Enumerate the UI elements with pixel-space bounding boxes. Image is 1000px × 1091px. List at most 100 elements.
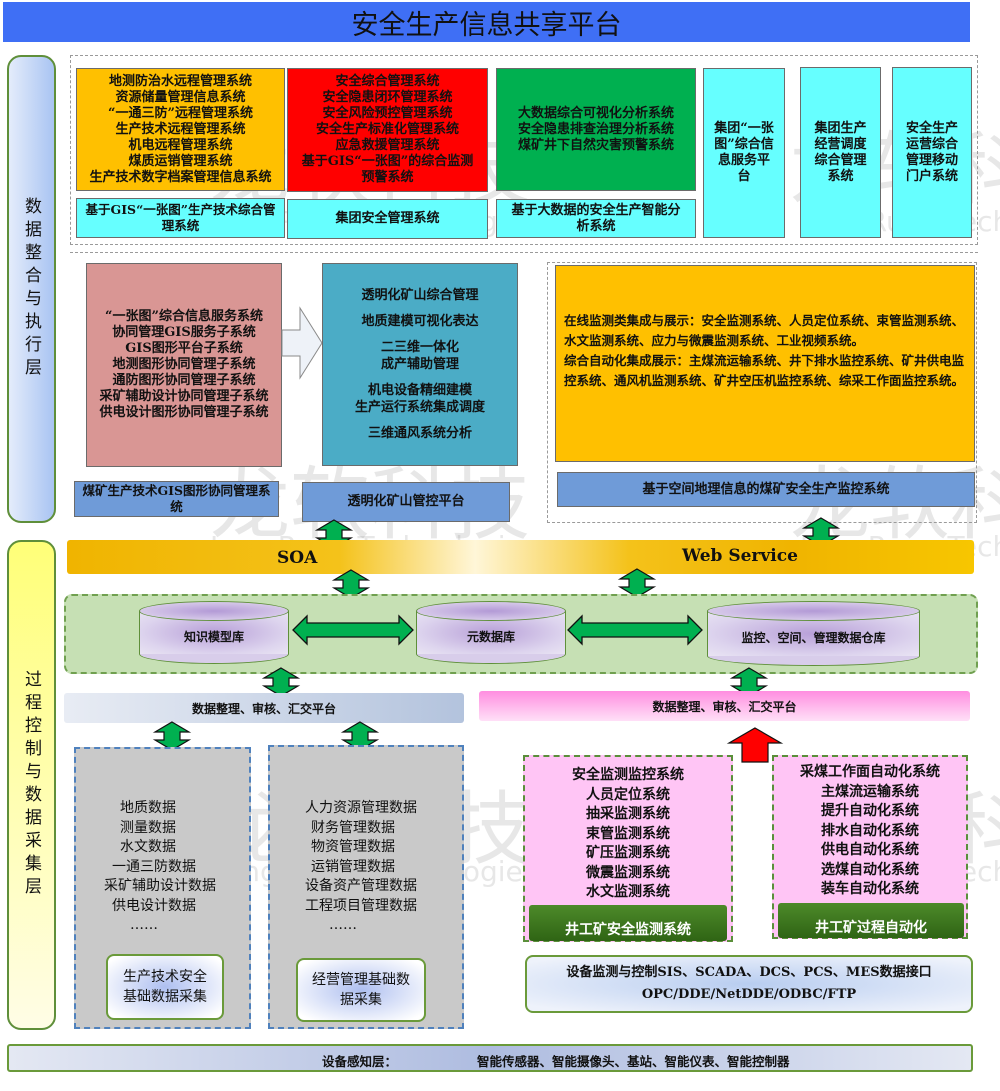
mgmt-data-collection-button[interactable]: 经营管理基础数据采集 — [296, 958, 426, 1022]
system-item: 安全综合管理系统 — [335, 74, 440, 89]
system-item: 选煤自动化系统 — [821, 861, 919, 878]
interface-standards-text: OPC/DDE/NetDDE/ODBC/FTP — [641, 987, 857, 1002]
system-item: 生产技术数字档案管理信息系统 — [89, 169, 272, 185]
system-item: 水文监测系统 — [586, 884, 670, 900]
transparent-mine-control-platform[interactable]: 透明化矿山管控平台 — [302, 482, 510, 522]
system-item: 生产运行系统集成调度 — [354, 400, 485, 415]
system-item: “一张图”综合信息服务系统 — [105, 309, 263, 324]
metadata-db[interactable]: 元数据库 — [416, 601, 566, 664]
page-title-text: 安全生产信息共享平台 — [351, 9, 622, 41]
up-arrow-icon — [726, 727, 784, 763]
mobile-portal-system[interactable]: 安全生产运营综合管理移动门户系统 — [892, 67, 972, 238]
system-item: 三维通风系统分析 — [367, 426, 472, 441]
system-item: 人员定位系统 — [586, 786, 670, 803]
group-production-dispatch-system[interactable]: 集团生产经营调度综合管理系统 — [800, 67, 881, 238]
mgmt-data-column: 人力资源管理数据 财务管理数据 物资管理数据 运销管理数据 设备资产管理数据 工… — [268, 745, 464, 1029]
data-item: 工程项目管理数据 — [305, 897, 417, 914]
system-item: 束管监测系统 — [586, 825, 670, 842]
gis-production-tech-system[interactable]: 基于GIS“一张图”生产技术综合管理系统 — [76, 198, 285, 238]
data-item: …… — [329, 917, 357, 933]
system-item: 协同管理GIS服务子系统 — [112, 325, 256, 340]
big-data-intelligent-analysis-system[interactable]: 基于大数据的安全生产智能分析系统 — [496, 199, 696, 238]
safety-management-systems-box[interactable]: 安全综合管理系统 安全隐患闭环管理系统 安全风险预控管理系统 安全生产标准化管理… — [287, 68, 488, 192]
horizontal-bidirectional-arrow-icon — [292, 614, 414, 646]
layer-label-text: 数据整合与执行层 — [21, 197, 41, 381]
system-item: 供电设计图形协同管理子系统 — [99, 405, 269, 420]
platform-label: 数据整理、审核、汇交平台 — [191, 701, 336, 716]
gis-collaborative-box[interactable]: “一张图”综合信息服务系统 协同管理GIS服务子系统 GIS图形平台子系统 地测… — [86, 263, 282, 467]
soa-label: SOA — [277, 548, 318, 568]
layer-label-acquisition: 过程控制与数据采集层 — [7, 540, 56, 1030]
system-item: 透明化矿山综合管理 — [361, 288, 479, 303]
geo-production-systems-box[interactable]: 地测防治水远程管理系统 资源储量管理信息系统 “一通三防”远程管理系统 生产技术… — [76, 68, 285, 191]
group-one-map-platform[interactable]: 集团“一张图”综合信息服务平台 — [703, 68, 785, 238]
device-interface-box[interactable]: 设备监测与控制SIS、SCADA、DCS、PCS、MES数据接口 OPC/DDE… — [525, 955, 973, 1013]
data-item: 设备资产管理数据 — [305, 878, 417, 894]
data-item: 供电设计数据 — [112, 897, 196, 914]
data-item: 财务管理数据 — [311, 819, 395, 836]
underground-safety-monitoring-button[interactable]: 井工矿安全监测系统 — [529, 905, 727, 941]
button-label: 经营管理基础数据采集 — [312, 972, 410, 1008]
transparent-mine-box[interactable]: 透明化矿山综合管理 地质建模可视化表达 二三维一体化 成产辅助管理 机电设备精细… — [322, 263, 518, 466]
monitoring-spatial-management-warehouse[interactable]: 监控、空间、管理数据仓库 — [707, 601, 920, 666]
system-item: 成产辅助管理 — [380, 357, 459, 372]
tech-data-column: 地质数据 测量数据 水文数据 一通三防数据 采矿辅助设计数据 供电设计数据 ……… — [74, 747, 251, 1029]
system-item: 基于GIS“一张图”的综合监测预警系统 — [301, 154, 474, 185]
system-item: 安全隐患排查治理分析系统 — [517, 121, 674, 137]
tech-data-collection-button[interactable]: 生产技术安全基础数据采集 — [106, 954, 224, 1020]
platform-label: 数据整理、审核、汇交平台 — [652, 699, 797, 714]
data-item: 物资管理数据 — [311, 839, 395, 855]
data-item: 水文数据 — [120, 839, 176, 855]
horizontal-bidirectional-arrow-icon — [567, 614, 703, 646]
monitor-integration-box[interactable]: 在线监测类集成与展示：安全监测系统、人员定位系统、束管监测系统、水文监测系统、应… — [555, 265, 975, 462]
layer-label-integration: 数据整合与执行层 — [7, 55, 56, 523]
system-item: 安全隐患闭环管理系统 — [322, 90, 453, 105]
system-item: 采矿辅助设计协同管理子系统 — [99, 389, 269, 404]
system-label: 煤矿生产技术GIS图形协同管理系统 — [82, 483, 271, 514]
system-label: 基于大数据的安全生产智能分析系统 — [511, 202, 681, 234]
system-item: 提升自动化系统 — [821, 803, 919, 819]
system-item: 二三维一体化 — [380, 340, 459, 355]
knowledge-model-db[interactable]: 知识模型库 — [139, 601, 289, 664]
system-item: 安全生产标准化管理系统 — [315, 122, 459, 137]
system-item: 安全风险预控管理系统 — [322, 106, 453, 121]
system-label: 基于空间地理信息的煤矿安全生产监控系统 — [642, 481, 890, 497]
system-label: 安全生产运营综合管理移动门户系统 — [905, 120, 958, 184]
monitor-region — [547, 262, 977, 523]
system-item: 排水自动化系统 — [821, 822, 919, 839]
bidirectional-arrow-icon — [617, 568, 657, 598]
button-label: 井工矿安全监测系统 — [565, 922, 691, 938]
system-item: 矿压监测系统 — [586, 845, 670, 861]
coal-gis-collaborative-system[interactable]: 煤矿生产技术GIS图形协同管理系统 — [74, 481, 279, 517]
db-label: 监控、空间、管理数据仓库 — [741, 630, 886, 645]
soa-webservice-bus: SOA Web Service — [67, 540, 974, 574]
web-service-label: Web Service — [682, 546, 798, 566]
system-label: 透明化矿山管控平台 — [347, 494, 465, 509]
system-item: 抽采监测系统 — [586, 806, 670, 822]
data-consolidation-platform-left[interactable]: 数据整理、审核、汇交平台 — [64, 693, 464, 723]
system-item: 通防图形协同管理子系统 — [112, 373, 256, 388]
underground-process-automation-button[interactable]: 井工矿过程自动化 — [778, 903, 964, 938]
spatial-safety-monitoring-system[interactable]: 基于空间地理信息的煤矿安全生产监控系统 — [557, 472, 975, 507]
system-item: 装车自动化系统 — [821, 881, 919, 897]
system-item: 主煤流运输系统 — [821, 783, 919, 800]
system-item: 地测图形协同管理子系统 — [112, 357, 256, 372]
big-data-analysis-box[interactable]: 大数据综合可视化分析系统 安全隐患排查治理分析系统 煤矿井下自然灾害预警系统 — [496, 68, 696, 191]
db-label: 元数据库 — [466, 629, 515, 644]
data-item: 采矿辅助设计数据 — [104, 878, 216, 894]
system-label: 集团“一张图”综合信息服务平台 — [714, 121, 774, 184]
data-item: 运销管理数据 — [311, 858, 395, 875]
system-item: 地测防治水远程管理系统 — [108, 73, 252, 89]
system-item: 大数据综合可视化分析系统 — [517, 105, 674, 121]
data-item: 人力资源管理数据 — [305, 800, 417, 816]
middle-region — [70, 252, 978, 253]
online-monitoring-text: 在线监测类集成与展示：安全监测系统、人员定位系统、束管监测系统、水文监测系统、应… — [564, 313, 965, 348]
system-item: 采煤工作面自动化系统 — [800, 764, 940, 780]
data-consolidation-platform-right[interactable]: 数据整理、审核、汇交平台 — [479, 691, 970, 721]
interface-protocols-text: 设备监测与控制SIS、SCADA、DCS、PCS、MES数据接口 — [566, 965, 932, 980]
system-label: 基于GIS“一张图”生产技术综合管理系统 — [85, 202, 276, 233]
system-item: 生产技术远程管理系统 — [115, 121, 246, 137]
data-item: 一通三防数据 — [112, 858, 196, 875]
system-item: 供电自动化系统 — [821, 842, 919, 858]
group-safety-management-system[interactable]: 集团安全管理系统 — [287, 199, 488, 239]
